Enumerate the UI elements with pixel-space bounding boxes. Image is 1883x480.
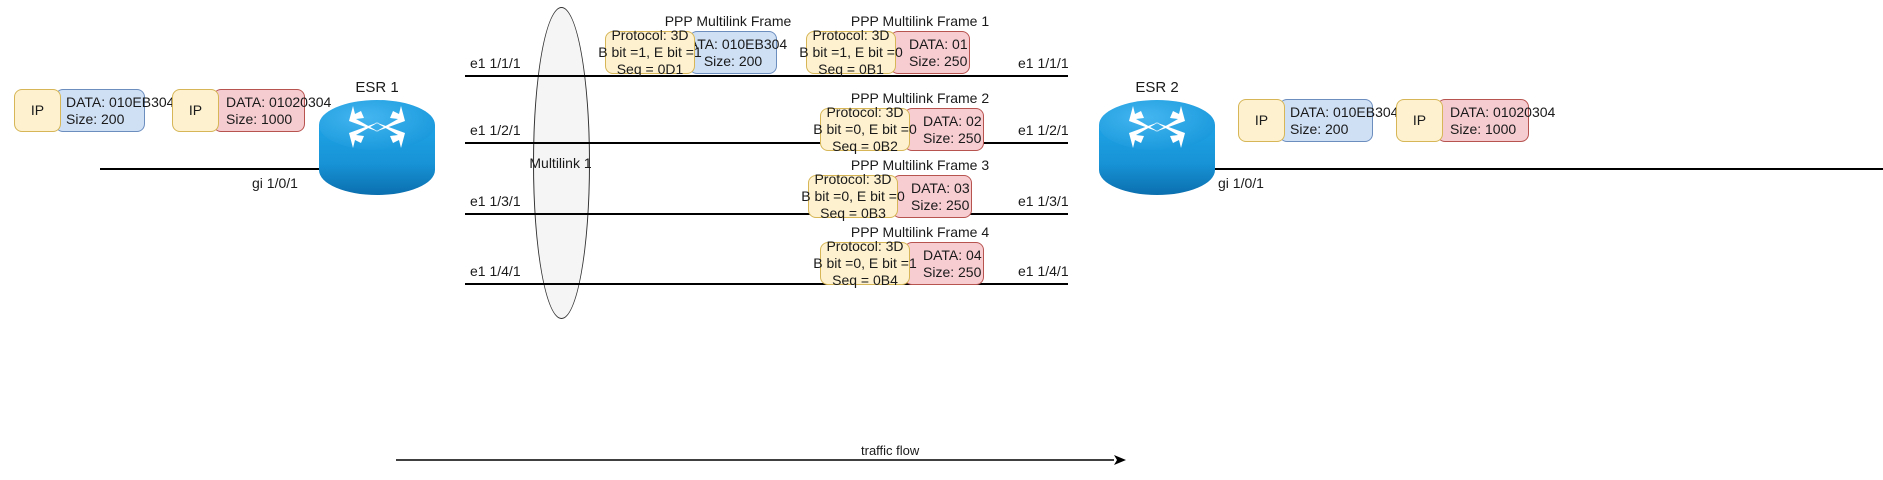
link-3-frame-1-size: Size: 250 [911, 196, 970, 213]
link-1-frame-2-header: Protocol: 3D B bit =1, E bit =0 Seq = 0B… [799, 27, 903, 77]
link-line-2 [465, 142, 1068, 144]
traffic-flow-label: traffic flow [861, 443, 920, 458]
link-line-1 [465, 75, 1068, 77]
link-1-frame-2-title: PPP Multilink Frame 1 [850, 13, 990, 29]
link-1-frame-2: Protocol: 3D B bit =1, E bit =0 Seq = 0B… [799, 27, 970, 77]
link-1-frame-1-seq: Seq = 0D1 [616, 61, 684, 77]
link-2-frame-1-title: PPP Multilink Frame 2 [850, 90, 990, 106]
link-1-right-interface: e1 1/1/1 [1018, 55, 1069, 71]
right-router-icon [1098, 100, 1216, 196]
right-packet-1-ip-label: IP [1254, 112, 1269, 128]
link-4-frame-1-header: Protocol: 3D B bit =0, E bit =1 Seq = 0B… [813, 238, 917, 288]
right-packet-1-ip-header: IP [1238, 99, 1285, 142]
link-3-frame-1-payload: DATA: 03 Size: 250 [892, 175, 972, 218]
multilink-bundle-ellipse [533, 7, 590, 319]
link-3-frame-1: Protocol: 3D B bit =0, E bit =0 Seq = 0B… [801, 171, 972, 221]
link-1-frame-1-payload: DATA: 010EB304 Size: 200 [679, 31, 787, 74]
link-1-frame-2-size: Size: 250 [909, 52, 968, 69]
traffic-flow-arrow [396, 452, 1126, 473]
left-router-name: ESR 1 [355, 79, 399, 96]
link-2-left-interface: e1 1/2/1 [470, 122, 521, 138]
right-packet-2: IP DATA: 01020304 Size: 1000 [1396, 99, 1555, 142]
left-packet-1-size: Size: 200 [66, 110, 125, 127]
left-packet-2-ip-header: IP [172, 89, 219, 132]
link-3-frame-1-title: PPP Multilink Frame 3 [850, 157, 990, 173]
link-2-right-interface: e1 1/2/1 [1018, 122, 1069, 138]
multilink-bundle-label: Multilink 1 [529, 155, 592, 171]
left-packet-1-ip-label: IP [30, 102, 45, 118]
left-access-line [100, 168, 365, 170]
left-packet-2: IP DATA: 01020304 Size: 1000 [172, 89, 331, 132]
link-1-frame-1-title: PPP Multilink Frame [664, 13, 792, 29]
link-2-frame-1-header: Protocol: 3D B bit =0, E bit =0 Seq = 0B… [813, 104, 917, 154]
link-4-frame-1: Protocol: 3D B bit =0, E bit =1 Seq = 0B… [813, 238, 984, 288]
link-4-frame-1-data: DATA: 04 [923, 246, 982, 263]
left-packet-2-payload: DATA: 01020304 Size: 1000 [213, 89, 331, 132]
link-4-frame-1-title: PPP Multilink Frame 4 [850, 224, 990, 240]
right-packet-1-payload: DATA: 010EB304 Size: 200 [1279, 99, 1398, 142]
right-packet-2-ip-header: IP [1396, 99, 1443, 142]
link-3-frame-1-header: Protocol: 3D B bit =0, E bit =0 Seq = 0B… [801, 171, 905, 221]
left-packet-1-ip-header: IP [14, 89, 61, 132]
left-packet-2-ip-label: IP [188, 102, 203, 118]
right-router-name: ESR 2 [1135, 79, 1179, 96]
link-line-4 [465, 283, 1068, 285]
link-4-frame-1-payload: DATA: 04 Size: 250 [904, 242, 984, 285]
link-1-frame-1-data: DATA: 010EB304 [678, 35, 788, 52]
left-gi-interface-label: gi 1/0/1 [252, 175, 298, 191]
link-2-frame-1-protocol: Protocol: 3D [826, 104, 904, 120]
right-packet-1-data: DATA: 010EB304 [1290, 103, 1399, 120]
link-2-frame-1-bits: B bit =0, E bit =0 [813, 121, 917, 137]
right-packet-2-ip-label: IP [1412, 112, 1427, 128]
link-2-frame-1-seq: Seq = 0B2 [832, 138, 898, 154]
link-1-frame-1-header: Protocol: 3D B bit =1, E bit =1 Seq = 0D… [598, 27, 702, 77]
right-packet-2-payload: DATA: 01020304 Size: 1000 [1437, 99, 1555, 142]
link-1-frame-1: Protocol: 3D B bit =1, E bit =1 Seq = 0D… [598, 27, 787, 77]
link-2-frame-1-size: Size: 250 [923, 129, 982, 146]
link-2-frame-1: Protocol: 3D B bit =0, E bit =0 Seq = 0B… [813, 104, 984, 154]
left-packet-2-data: DATA: 01020304 [226, 93, 332, 110]
link-2-frame-1-data: DATA: 02 [923, 112, 982, 129]
right-packet-2-data: DATA: 01020304 [1450, 103, 1556, 120]
left-router-icon [318, 100, 436, 196]
right-access-line [1215, 168, 1883, 170]
link-4-frame-1-protocol: Protocol: 3D [826, 238, 904, 254]
link-4-frame-1-seq: Seq = 0B4 [832, 272, 898, 288]
left-packet-1: IP DATA: 010EB304 Size: 200 [14, 89, 174, 132]
link-4-right-interface: e1 1/4/1 [1018, 263, 1069, 279]
link-3-right-interface: e1 1/3/1 [1018, 193, 1069, 209]
link-3-frame-1-protocol: Protocol: 3D [814, 171, 892, 187]
link-1-frame-1-bits: B bit =1, E bit =1 [598, 44, 702, 60]
link-1-frame-1-protocol: Protocol: 3D [611, 27, 689, 43]
right-packet-1: IP DATA: 010EB304 Size: 200 [1238, 99, 1398, 142]
link-1-frame-2-seq: Seq = 0B1 [818, 61, 884, 77]
link-1-frame-2-bits: B bit =1, E bit =0 [799, 44, 903, 60]
link-4-frame-1-size: Size: 250 [923, 263, 982, 280]
link-1-frame-2-data: DATA: 01 [909, 35, 968, 52]
right-packet-2-size: Size: 1000 [1450, 120, 1517, 137]
link-3-left-interface: e1 1/3/1 [470, 193, 521, 209]
left-packet-1-payload: DATA: 010EB304 Size: 200 [55, 89, 174, 132]
right-gi-interface-label: gi 1/0/1 [1218, 175, 1264, 191]
link-3-frame-1-seq: Seq = 0B3 [820, 205, 886, 221]
link-4-frame-1-bits: B bit =0, E bit =1 [813, 255, 917, 271]
right-packet-1-size: Size: 200 [1290, 120, 1349, 137]
link-3-frame-1-bits: B bit =0, E bit =0 [801, 188, 905, 204]
link-1-left-interface: e1 1/1/1 [470, 55, 521, 71]
link-1-frame-1-size: Size: 200 [703, 52, 763, 69]
left-packet-2-size: Size: 1000 [226, 110, 293, 127]
link-line-3 [465, 213, 1068, 215]
link-3-frame-1-data: DATA: 03 [911, 179, 970, 196]
left-packet-1-data: DATA: 010EB304 [66, 93, 175, 110]
link-1-frame-2-protocol: Protocol: 3D [812, 27, 890, 43]
link-4-left-interface: e1 1/4/1 [470, 263, 521, 279]
